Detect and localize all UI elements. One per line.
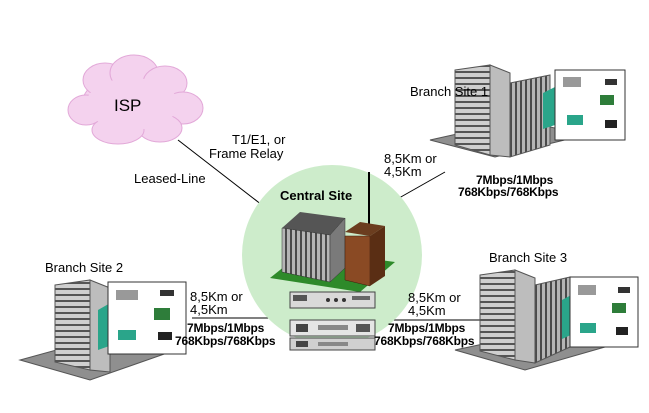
branch1-building-icon <box>429 64 626 158</box>
central-switch-icon <box>289 319 376 351</box>
branch3-speed-line2: 768Kbps/768Kbps <box>374 334 475 348</box>
branch3-building-icon <box>454 269 639 371</box>
isp-central-line <box>177 139 263 206</box>
branch1-speed-line1: 7Mbps/1Mbps <box>476 173 554 187</box>
leased-line-label: Leased-Line <box>134 171 206 186</box>
branch2-speed-line1: 7Mbps/1Mbps <box>187 321 265 335</box>
branch2-building-icon <box>18 279 187 381</box>
isp-link-line2: Frame Relay <box>209 146 284 161</box>
branch3-speed-line1: 7Mbps/1Mbps <box>388 321 466 335</box>
isp-link-line1: T1/E1, or <box>232 132 286 147</box>
branch1-speed-line2: 768Kbps/768Kbps <box>458 185 559 199</box>
branch2-label: Branch Site 2 <box>45 260 124 275</box>
branch1-label: Branch Site 1 <box>410 84 489 99</box>
branch3-distance-line2: 4,5Km <box>408 303 446 318</box>
central-building-icon <box>270 172 395 292</box>
connection-lines <box>177 139 492 321</box>
branch1-distance-line2: 4,5Km <box>384 164 422 179</box>
central-router-icon <box>289 291 376 309</box>
branch2-distance-line2: 4,5Km <box>190 302 228 317</box>
branch2-distance-line1: 8,5Km or <box>190 289 243 304</box>
branch3-label: Branch Site 3 <box>489 250 568 265</box>
branch3-distance-line1: 8,5Km or <box>408 290 461 305</box>
isp-label: ISP <box>114 96 142 115</box>
branch2-speed-line2: 768Kbps/768Kbps <box>175 334 276 348</box>
central-branch1-line <box>391 171 446 203</box>
branch1-distance-line1: 8,5Km or <box>384 151 437 166</box>
central-site-label: Central Site <box>280 188 353 203</box>
